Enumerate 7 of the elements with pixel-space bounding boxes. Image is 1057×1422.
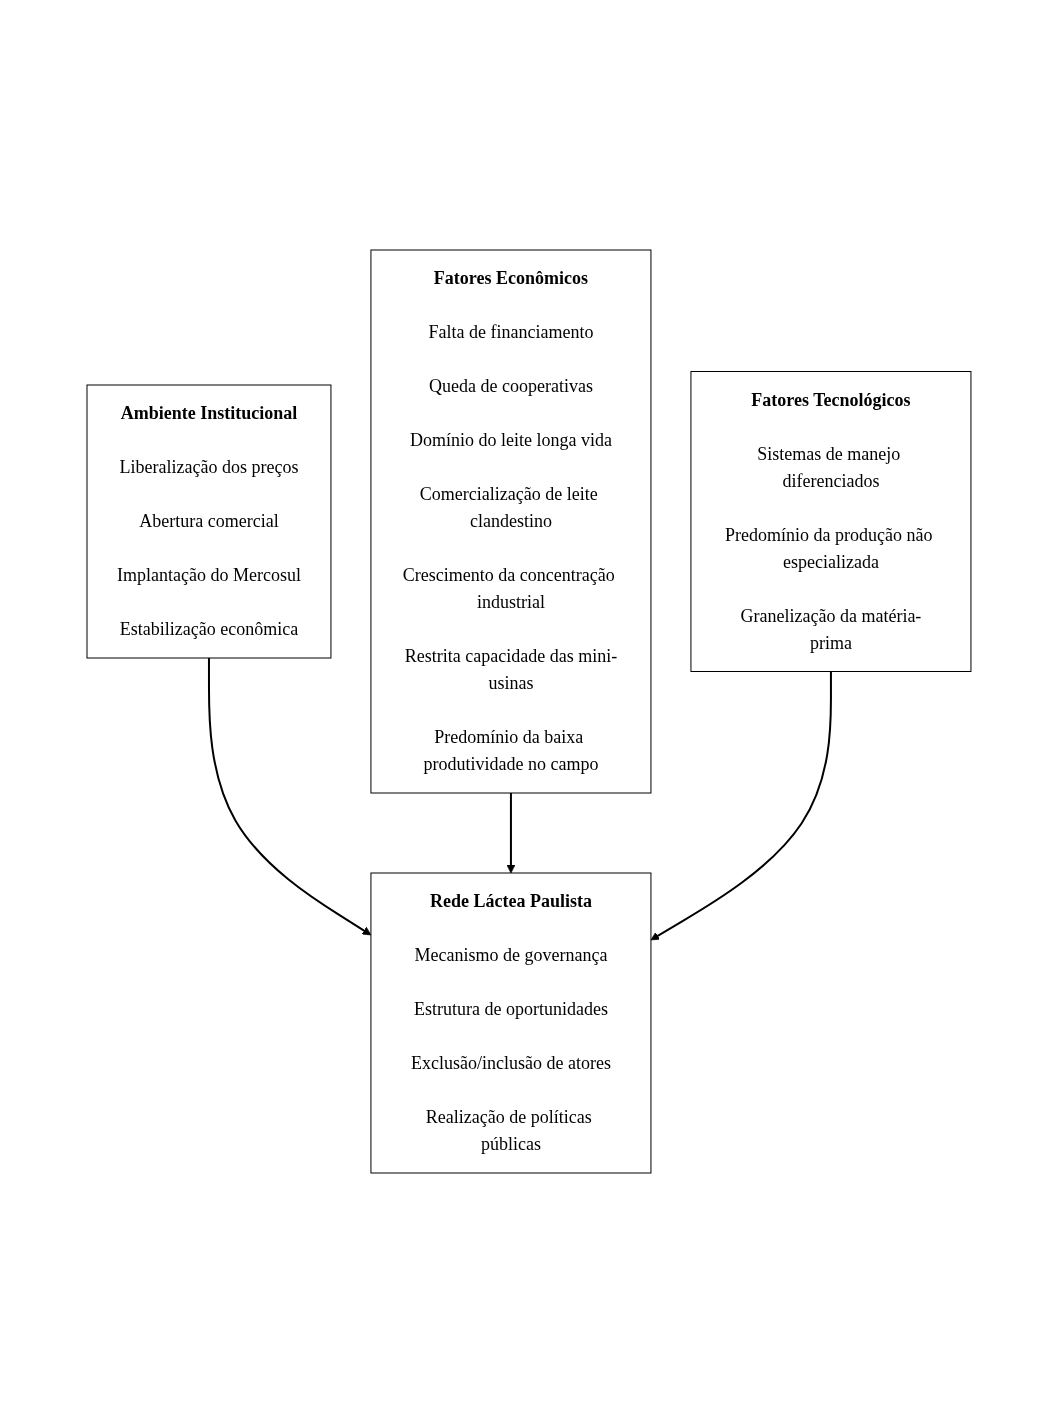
- node-box: Fatores Tecnológicos Sistemas de manejo diferenciados Predomínio da produção não especializada Granelização da matéria-prima: [689, 370, 971, 672]
- arrow: [650, 670, 832, 940]
- node-box: Ambiente Institucional Liberalização dos preços Abertura comercial Implantação do Mercosul Estabilização econômica: [86, 384, 331, 658]
- node-box: Rede Láctea Paulista Mecanismo de governança Estrutura de oportunidades Exclusão/inclusão de atores Realização de políticas públicas: [369, 872, 651, 1173]
- node-box: Fatores Econômicos Falta de financiamento Queda de cooperativas Domínio do leite longa vida Comercialização de leite clandestino Crescimento da concentração industrial Restrita capacidade das mini-usinas Predomínio da baixa produtividade no campo: [369, 249, 651, 793]
- arrow: [506, 791, 515, 873]
- arrow: [207, 656, 371, 935]
